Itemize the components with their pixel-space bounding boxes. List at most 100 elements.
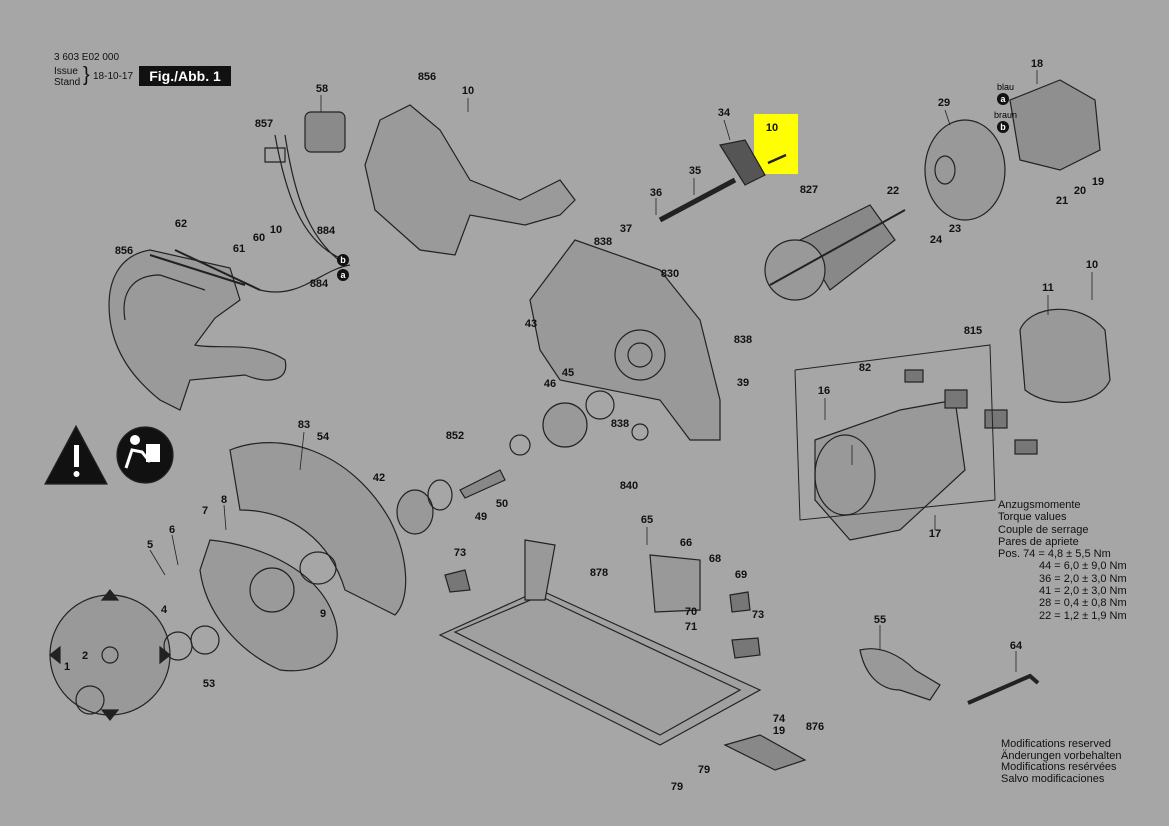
part-label-878: 878 [590, 567, 608, 579]
part-label-18: 18 [1031, 58, 1043, 70]
blade-guard-drawing [229, 442, 407, 616]
part-label-71: 71 [685, 621, 697, 633]
part-label-79: 79 [698, 764, 710, 776]
part-label-82: 82 [859, 362, 871, 374]
torque-line: Anzugsmomente [998, 499, 1081, 511]
part-label-9: 9 [320, 608, 326, 620]
dust-extraction-adapter-drawing [859, 648, 941, 701]
flange-washers-drawing [75, 625, 220, 715]
part-label-17: 17 [929, 528, 941, 540]
torque-line: Pares de apriete [998, 535, 1079, 548]
modifications-notice: Modifications reserved Änderungen vorbeh… [1001, 738, 1122, 786]
issue-label: Issue [54, 66, 78, 77]
part-label-2: 2 [82, 650, 88, 662]
part-label-5: 5 [147, 539, 153, 551]
parallel-guide-drawing [723, 734, 807, 771]
svg-text:b: b [340, 255, 346, 265]
torque-line: 22 = 1,2 ± 1,9 Nm [1039, 609, 1127, 622]
part-label-34: 34 [718, 107, 731, 119]
hex-key-drawing [967, 673, 1040, 705]
part-label-36: 36 [650, 187, 662, 199]
part-label-43: 43 [525, 318, 537, 330]
carbon-brushes-drawing [904, 369, 1038, 455]
part-label-4: 4 [161, 604, 168, 616]
notice-line: Modifications resérvées [1001, 761, 1117, 774]
part-label-20: 20 [1074, 185, 1086, 197]
part-label-54: 54 [317, 431, 330, 443]
read-manual-icon [116, 426, 174, 484]
lower-guard-drawing [199, 539, 338, 672]
part-label-827: 827 [800, 184, 818, 196]
part-label-74: 74 [773, 713, 786, 725]
part-label-1: 1 [64, 661, 70, 673]
part-label-55: 55 [874, 614, 886, 626]
part-label-8: 8 [221, 494, 227, 506]
part-label-11: 11 [1042, 282, 1054, 294]
part-label-19: 19 [773, 725, 785, 737]
shaft-and-lever-drawing [658, 139, 787, 223]
part-label-884: 884 [317, 225, 336, 237]
part-label-70: 70 [685, 606, 697, 618]
part-label-22: 22 [887, 185, 899, 197]
wire-color-blau: blau [997, 82, 1014, 92]
issue-date: 18-10-17 [93, 71, 134, 82]
part-label-21: 21 [1056, 195, 1068, 207]
part-label-39: 39 [737, 377, 749, 389]
part-label-7: 7 [202, 505, 208, 517]
part-label-83: 83 [298, 419, 310, 431]
end-cap-drawing [1019, 308, 1111, 403]
saw-blade-drawing [49, 589, 171, 721]
part-label-64: 64 [1010, 640, 1023, 652]
warning-icon [43, 424, 109, 485]
part-label-50: 50 [496, 498, 508, 510]
part-label-856: 856 [418, 71, 436, 83]
part-label-73: 73 [752, 609, 764, 621]
part-label-62: 62 [175, 218, 187, 230]
part-label-58: 58 [316, 83, 328, 95]
notice-line: Änderungen vorbehalten [1001, 749, 1122, 762]
svg-text:a: a [340, 270, 346, 280]
base-plate-drawing [438, 539, 762, 746]
part-label-49: 49 [475, 511, 487, 523]
document-number: 3 603 E02 000 [54, 52, 120, 63]
gear-housing-drawing [529, 239, 721, 441]
fan-baffle-drawing [924, 119, 1006, 221]
wire-marker-b-top: b [997, 121, 1009, 133]
part-label-35: 35 [689, 165, 701, 177]
armature-drawing [764, 204, 906, 301]
part-label-876: 876 [806, 721, 824, 733]
torque-line: Pos. 74 = 4,8 ± 5,5 Nm [998, 548, 1111, 561]
part-label-10: 10 [462, 85, 474, 97]
part-label-69: 69 [735, 569, 747, 581]
torque-values-table: Anzugsmomente Torque values Couple de se… [998, 499, 1127, 622]
wire-marker-a-top: a [997, 93, 1009, 105]
spindle-assembly-drawing [396, 390, 649, 535]
part-label-45: 45 [562, 367, 574, 379]
part-label-830: 830 [661, 268, 679, 280]
part-label-884: 884 [310, 278, 329, 290]
part-label-838: 838 [594, 236, 612, 248]
motor-housing-drawing [814, 399, 966, 541]
notice-line: Salvo modificaciones [1001, 773, 1105, 786]
part-label-10: 10 [270, 224, 282, 236]
part-label-60: 60 [253, 232, 265, 244]
part-label-73: 73 [454, 547, 466, 559]
svg-text:a: a [1000, 94, 1006, 104]
figure-tag: Fig./Abb. 1 [139, 66, 231, 86]
wire-marker-a-left: a [337, 269, 349, 281]
part-label-840: 840 [620, 480, 638, 492]
svg-text:b: b [1000, 122, 1006, 132]
torque-line: Couple de serrage [998, 523, 1089, 536]
part-label-6: 6 [169, 524, 175, 536]
part-label-856: 856 [115, 245, 133, 257]
part-label-838: 838 [611, 418, 629, 430]
part-label-66: 66 [680, 537, 692, 549]
torque-line: Torque values [998, 511, 1067, 524]
part-label-857: 857 [255, 118, 273, 130]
handle-assembly-drawing [108, 249, 351, 411]
part-label-10: 10 [1086, 259, 1098, 271]
part-label-10-highlighted: 10 [766, 122, 778, 134]
part-label-815: 815 [964, 325, 982, 337]
part-label-24: 24 [930, 234, 943, 246]
